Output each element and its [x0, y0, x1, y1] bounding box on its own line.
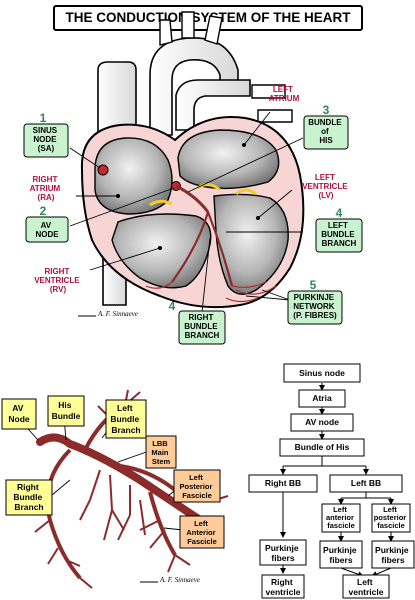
- left-atrium-label: LEFT ATRIUM: [269, 85, 300, 103]
- right-bundle-branch-path: [171, 211, 210, 283]
- label-left-posterior-fascicle: Left Posterior Fascicle: [179, 473, 214, 500]
- callout-left-bundle-branch: LEFT BUNDLE BRANCH: [321, 221, 357, 248]
- purkinje-network: [145, 281, 277, 303]
- callout-purkinje-network: PURKINJE NETWORK (P. FIBRES): [293, 293, 337, 320]
- right-ventricle-chamber: [111, 213, 212, 289]
- aorta-branch-1: [159, 19, 173, 46]
- flow-left-anterior-fascicle: Left anterior fascicle: [326, 505, 356, 530]
- callout-number-4-left: 4: [336, 206, 343, 220]
- flow-left-bb: Left BB: [351, 478, 381, 488]
- flow-right-ventricle: Right ventricle: [266, 577, 301, 597]
- superior-vena-cava: [97, 61, 137, 141]
- callout-number-5: 5: [310, 278, 317, 292]
- callout-number-1: 1: [40, 111, 47, 125]
- left-ventricle-chamber: [213, 193, 289, 295]
- pulmonary-artery: [175, 79, 251, 131]
- callout-sinus-node: SINUS NODE (SA): [33, 126, 60, 153]
- label-av-node: AV Node: [8, 403, 30, 424]
- flow-purkinje-left: Purkinje fibers: [375, 545, 411, 565]
- right-atrium-chamber: [94, 137, 173, 215]
- flow-purkinje-mid: Purkinje fibers: [323, 545, 359, 565]
- left-ventricle-label: LEFT VENTRICLE (LV): [302, 173, 350, 200]
- callout-right-bundle-branch: RIGHT BUNDLE BRANCH: [184, 313, 220, 340]
- callout-av-node: AV NODE: [35, 221, 59, 239]
- label-left-bundle-branch: Left Bundle Branch: [110, 403, 141, 435]
- his-bundle-trunk: [36, 433, 204, 524]
- bundle-of-his: [175, 184, 210, 213]
- bundle-signature: A. F. Sinnaeve: [159, 576, 200, 584]
- callout-bundle-of-his: BUNDLE of HIS: [308, 118, 344, 145]
- conduction-flowchart: Sinus node Atria AV node Bundle of His R…: [248, 363, 415, 599]
- flow-sinus-node: Sinus node: [299, 368, 345, 378]
- aorta-branch-2: [181, 11, 195, 39]
- left-atrium-chamber: [177, 129, 280, 190]
- flow-av-node: AV node: [305, 417, 339, 427]
- label-his-bundle: His Bundle: [52, 400, 81, 421]
- flow-left-posterior-fascicle: Left posterior fascicle: [374, 505, 409, 530]
- right-ventricle-label: RIGHT VENTRICLE (RV): [34, 267, 82, 294]
- heart-signature: A. F. Sinnaeve: [97, 310, 138, 318]
- callout-number-3: 3: [323, 103, 330, 117]
- left-anterior-fascicle-branch: [148, 491, 177, 557]
- sa-node: [97, 164, 109, 176]
- flow-purkinje-right: Purkinje fibers: [265, 543, 301, 563]
- flow-left-ventricle: Left ventricle: [349, 577, 384, 597]
- aorta-branch-3: [204, 15, 223, 45]
- flow-right-bb: Right BB: [265, 478, 301, 488]
- flow-bundle-of-his: Bundle of His: [295, 442, 350, 452]
- callout-number-2: 2: [40, 204, 47, 218]
- label-lbb-main-stem: LBB Main Stem: [151, 439, 170, 466]
- pulmonary-vein-upper: [251, 84, 286, 99]
- callout-number-4-right: 4: [169, 299, 176, 313]
- pulmonary-vein-lower: [257, 109, 293, 123]
- label-left-anterior-fascicle: Left Anterior Fascicle: [186, 519, 217, 546]
- flow-atria: Atria: [312, 393, 332, 403]
- heart-illustration: LEFT ATRIUM RIGHT ATRIUM (RA) LEFT VENTR…: [23, 11, 363, 345]
- bundle-branch-diagram: AV Node His Bundle Left Bundle Branch Ri…: [1, 389, 229, 589]
- label-right-bundle-branch: Right Bundle Branch: [13, 482, 44, 512]
- left-bundle-branch-path: [206, 211, 234, 287]
- right-atrium-label: RIGHT ATRIUM (RA): [30, 175, 63, 202]
